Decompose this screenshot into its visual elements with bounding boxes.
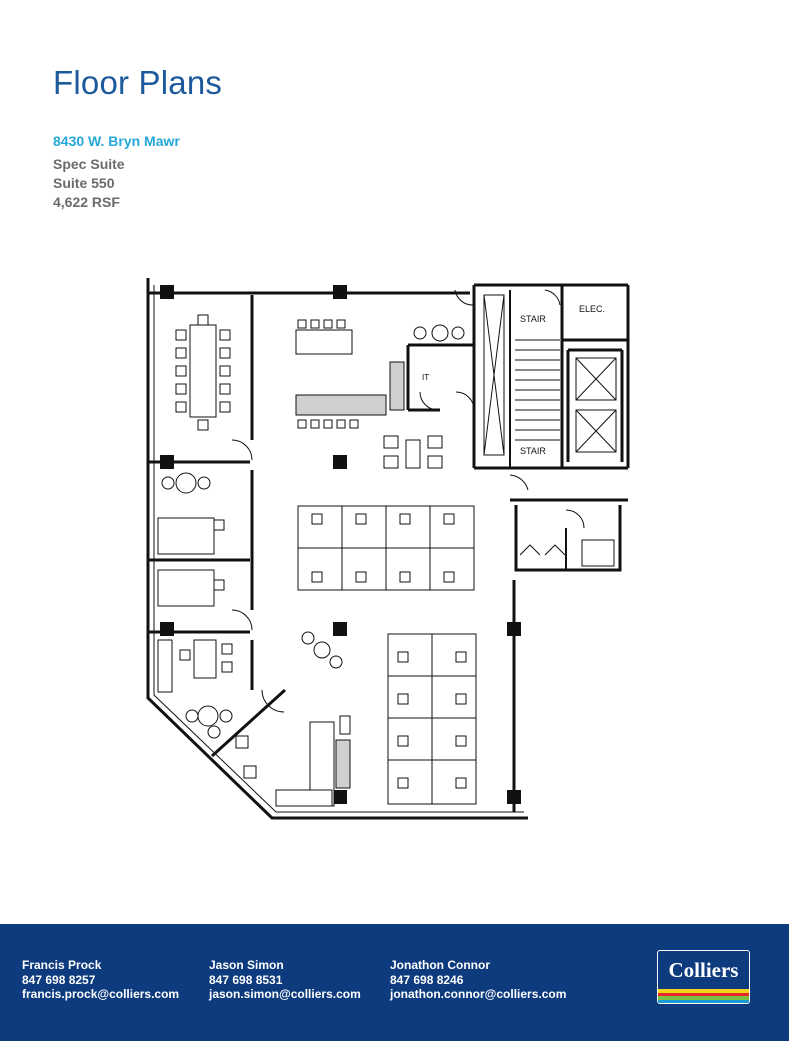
contact-francis-prock: Francis Prock 847 698 8257 francis.prock… bbox=[22, 958, 179, 1002]
contact-name: Francis Prock bbox=[22, 958, 102, 972]
logo-text: Colliers bbox=[668, 958, 739, 982]
logo-stripe-green bbox=[658, 996, 749, 1000]
contact-email[interactable]: jonathon.connor@colliers.com bbox=[390, 987, 567, 1001]
contact-email[interactable]: francis.prock@colliers.com bbox=[22, 987, 180, 1001]
suite-area: 4,622 RSF bbox=[53, 194, 120, 210]
colliers-logo: Colliers bbox=[657, 950, 750, 1004]
contact-name: Jonathon Connor bbox=[390, 958, 490, 972]
contact-jonathon-connor: Jonathon Connor 847 698 8246 jonathon.co… bbox=[390, 958, 566, 1002]
page-title: Floor Plans bbox=[53, 64, 223, 101]
contact-phone: 847 698 8531 bbox=[209, 972, 283, 987]
logo-stripe-blue bbox=[658, 999, 749, 1003]
it-label: IT bbox=[422, 373, 429, 382]
property-address: 8430 W. Bryn Mawr bbox=[53, 133, 180, 149]
stair-bottom-label: STAIR bbox=[520, 446, 546, 456]
contact-phone: 847 698 8257 bbox=[22, 972, 96, 987]
contact-phone: 847 698 8246 bbox=[390, 972, 464, 987]
logo-stripe-red bbox=[658, 992, 749, 996]
logo-stripe-yellow bbox=[658, 989, 749, 993]
contact-email[interactable]: jason.simon@colliers.com bbox=[209, 987, 361, 1001]
footer: Francis Prock 847 698 8257 francis.prock… bbox=[0, 924, 789, 1041]
suite-number: Suite 550 bbox=[53, 175, 115, 191]
contact-jason-simon: Jason Simon 847 698 8531 jason.simon@col… bbox=[209, 958, 361, 1002]
floor-plan: STAIR ELEC. IT STAIR bbox=[146, 278, 630, 820]
suite-type: Spec Suite bbox=[53, 156, 125, 172]
elec-label: ELEC. bbox=[579, 304, 605, 314]
logo-stripes bbox=[658, 989, 749, 1003]
contact-name: Jason Simon bbox=[209, 958, 284, 972]
stair-top-label: STAIR bbox=[520, 314, 546, 324]
